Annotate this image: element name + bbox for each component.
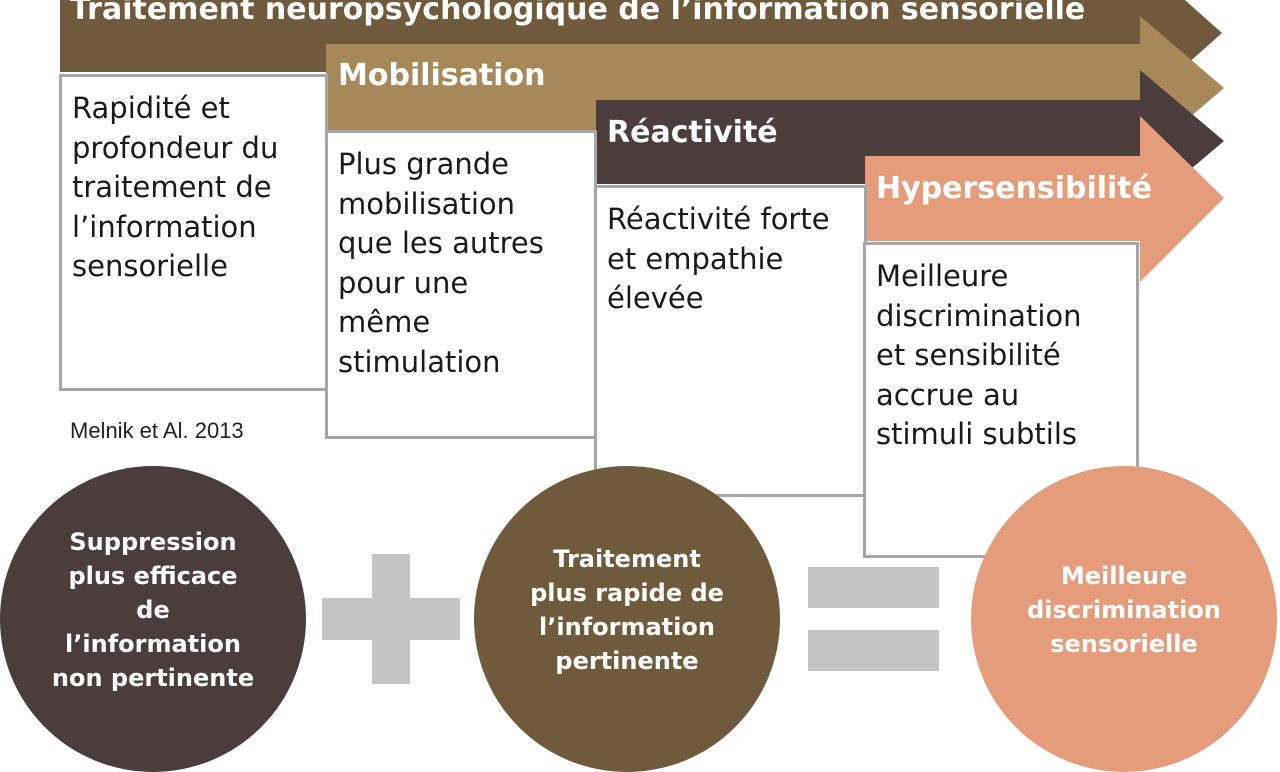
description-box-reactivite: Réactivité forte et empathie élevée (594, 185, 867, 497)
description-box-traitement: Rapidité et profondeur du traitement de … (59, 74, 328, 391)
citation: Melnik et Al. 2013 (70, 418, 244, 443)
circle-traitement-text: Traitement plus rapide de l’information … (530, 545, 724, 675)
description-text-mobilisation: Plus grande mobilisation que les autres … (338, 147, 544, 379)
description-text-hypersensibilite: Meilleure discrimination et sensibilité … (876, 259, 1082, 451)
equals-icon-top (808, 567, 939, 608)
equals-icon-bottom (808, 630, 939, 671)
arrow-bands (60, 0, 1224, 282)
description-box-mobilisation: Plus grande mobilisation que les autres … (325, 130, 597, 439)
band-title-reactivite: Réactivité (607, 115, 778, 150)
band-title-traitement: Traitement neuropsychologique de l’infor… (70, 0, 1086, 27)
band-title-mobilisation: Mobilisation (338, 58, 546, 93)
band-title-hypersensibilite: Hypersensibilité (876, 171, 1152, 206)
circle-suppression-text: Suppression plus efficace de l’informati… (51, 528, 255, 692)
circle-suppression: Suppression plus efficace de l’informati… (0, 466, 306, 772)
circle-meilleure-text: Meilleure discrimination sensorielle (1027, 562, 1221, 658)
description-text-reactivite: Réactivité forte et empathie élevée (607, 202, 830, 315)
band-arrow-hypersensibilite (865, 116, 1224, 282)
circle-meilleure: Meilleure discrimination sensorielle (971, 466, 1277, 772)
circle-traitement: Traitement plus rapide de l’information … (474, 466, 780, 772)
plus-icon-horizontal (322, 598, 460, 640)
description-text-traitement: Rapidité et profondeur du traitement de … (72, 91, 279, 283)
